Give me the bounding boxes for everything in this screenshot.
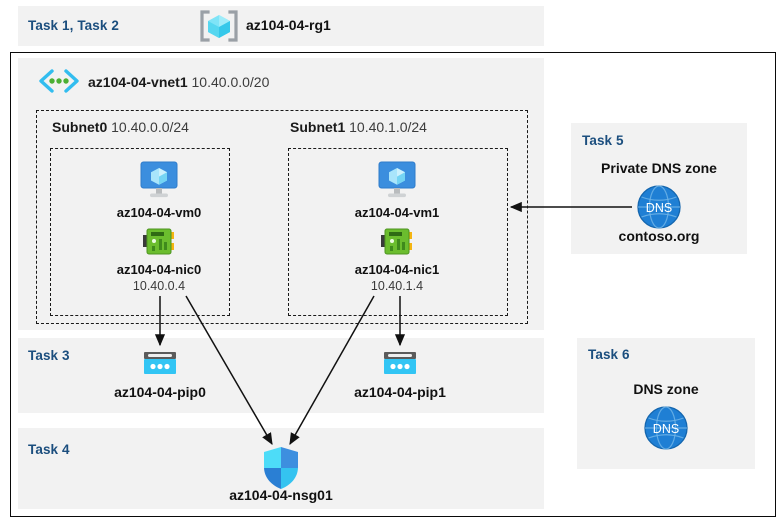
subnets-container xyxy=(36,110,528,324)
task3-panel xyxy=(18,338,544,413)
vnet-panel xyxy=(18,58,544,330)
subnet0-header: Subnet0 10.40.0.0/24 xyxy=(52,119,189,135)
nsg-name: az104-04-nsg01 xyxy=(229,487,333,503)
subnet1-cidr: 10.40.1.0/24 xyxy=(349,119,427,135)
dns-icon-text: DNS xyxy=(653,422,679,436)
vnet-address-space: 10.40.0.0/20 xyxy=(191,74,270,90)
vm0-name: az104-04-vm0 xyxy=(116,205,202,220)
task3-label: Task 3 xyxy=(28,348,70,363)
public-ip-address-icon xyxy=(142,350,178,378)
nic1-name: az104-04-nic1 xyxy=(354,262,440,277)
private-dns-zone-heading: Private DNS zone xyxy=(601,160,717,176)
task6-label: Task 6 xyxy=(588,347,630,362)
private-dns-zone-name: contoso.org xyxy=(618,228,700,244)
resource-group-name: az104-04-rg1 xyxy=(246,17,331,33)
dns-zone-icon: DNS xyxy=(643,405,689,451)
public-ip-address-icon xyxy=(382,350,418,378)
nic0-ip: 10.40.0.4 xyxy=(132,279,186,293)
subnet1-header: Subnet1 10.40.1.0/24 xyxy=(290,119,427,135)
virtual-machine-icon xyxy=(375,160,419,200)
task1-task2-panel xyxy=(18,6,544,46)
dns-zone-icon: DNS xyxy=(636,184,682,230)
vnet-name: az104-04-vnet1 xyxy=(88,74,188,90)
network-security-group-icon xyxy=(262,446,300,490)
subnet0-label: Subnet0 xyxy=(52,119,108,135)
dns-zone-heading: DNS zone xyxy=(633,381,699,397)
network-interface-icon xyxy=(380,227,414,257)
virtual-network-icon xyxy=(36,68,82,94)
dns-icon-text: DNS xyxy=(646,201,672,215)
resource-group-icon xyxy=(198,6,240,46)
nic0-name: az104-04-nic0 xyxy=(116,262,202,277)
subnet1-label: Subnet1 xyxy=(290,119,346,135)
subnet0-cidr: 10.40.0.0/24 xyxy=(111,119,189,135)
network-interface-icon xyxy=(142,227,176,257)
nic1-ip: 10.40.1.4 xyxy=(370,279,424,293)
virtual-machine-icon xyxy=(137,160,181,200)
task1-task2-label: Task 1, Task 2 xyxy=(28,18,119,33)
task4-label: Task 4 xyxy=(28,442,70,457)
pip0-name: az104-04-pip0 xyxy=(114,384,206,400)
task5-label: Task 5 xyxy=(582,133,624,148)
subnet0-box xyxy=(50,148,230,316)
pip1-name: az104-04-pip1 xyxy=(354,384,446,400)
vnet-header: az104-04-vnet1 10.40.0.0/20 xyxy=(88,74,269,90)
vm1-name: az104-04-vm1 xyxy=(354,205,440,220)
subnet1-box xyxy=(288,148,508,316)
